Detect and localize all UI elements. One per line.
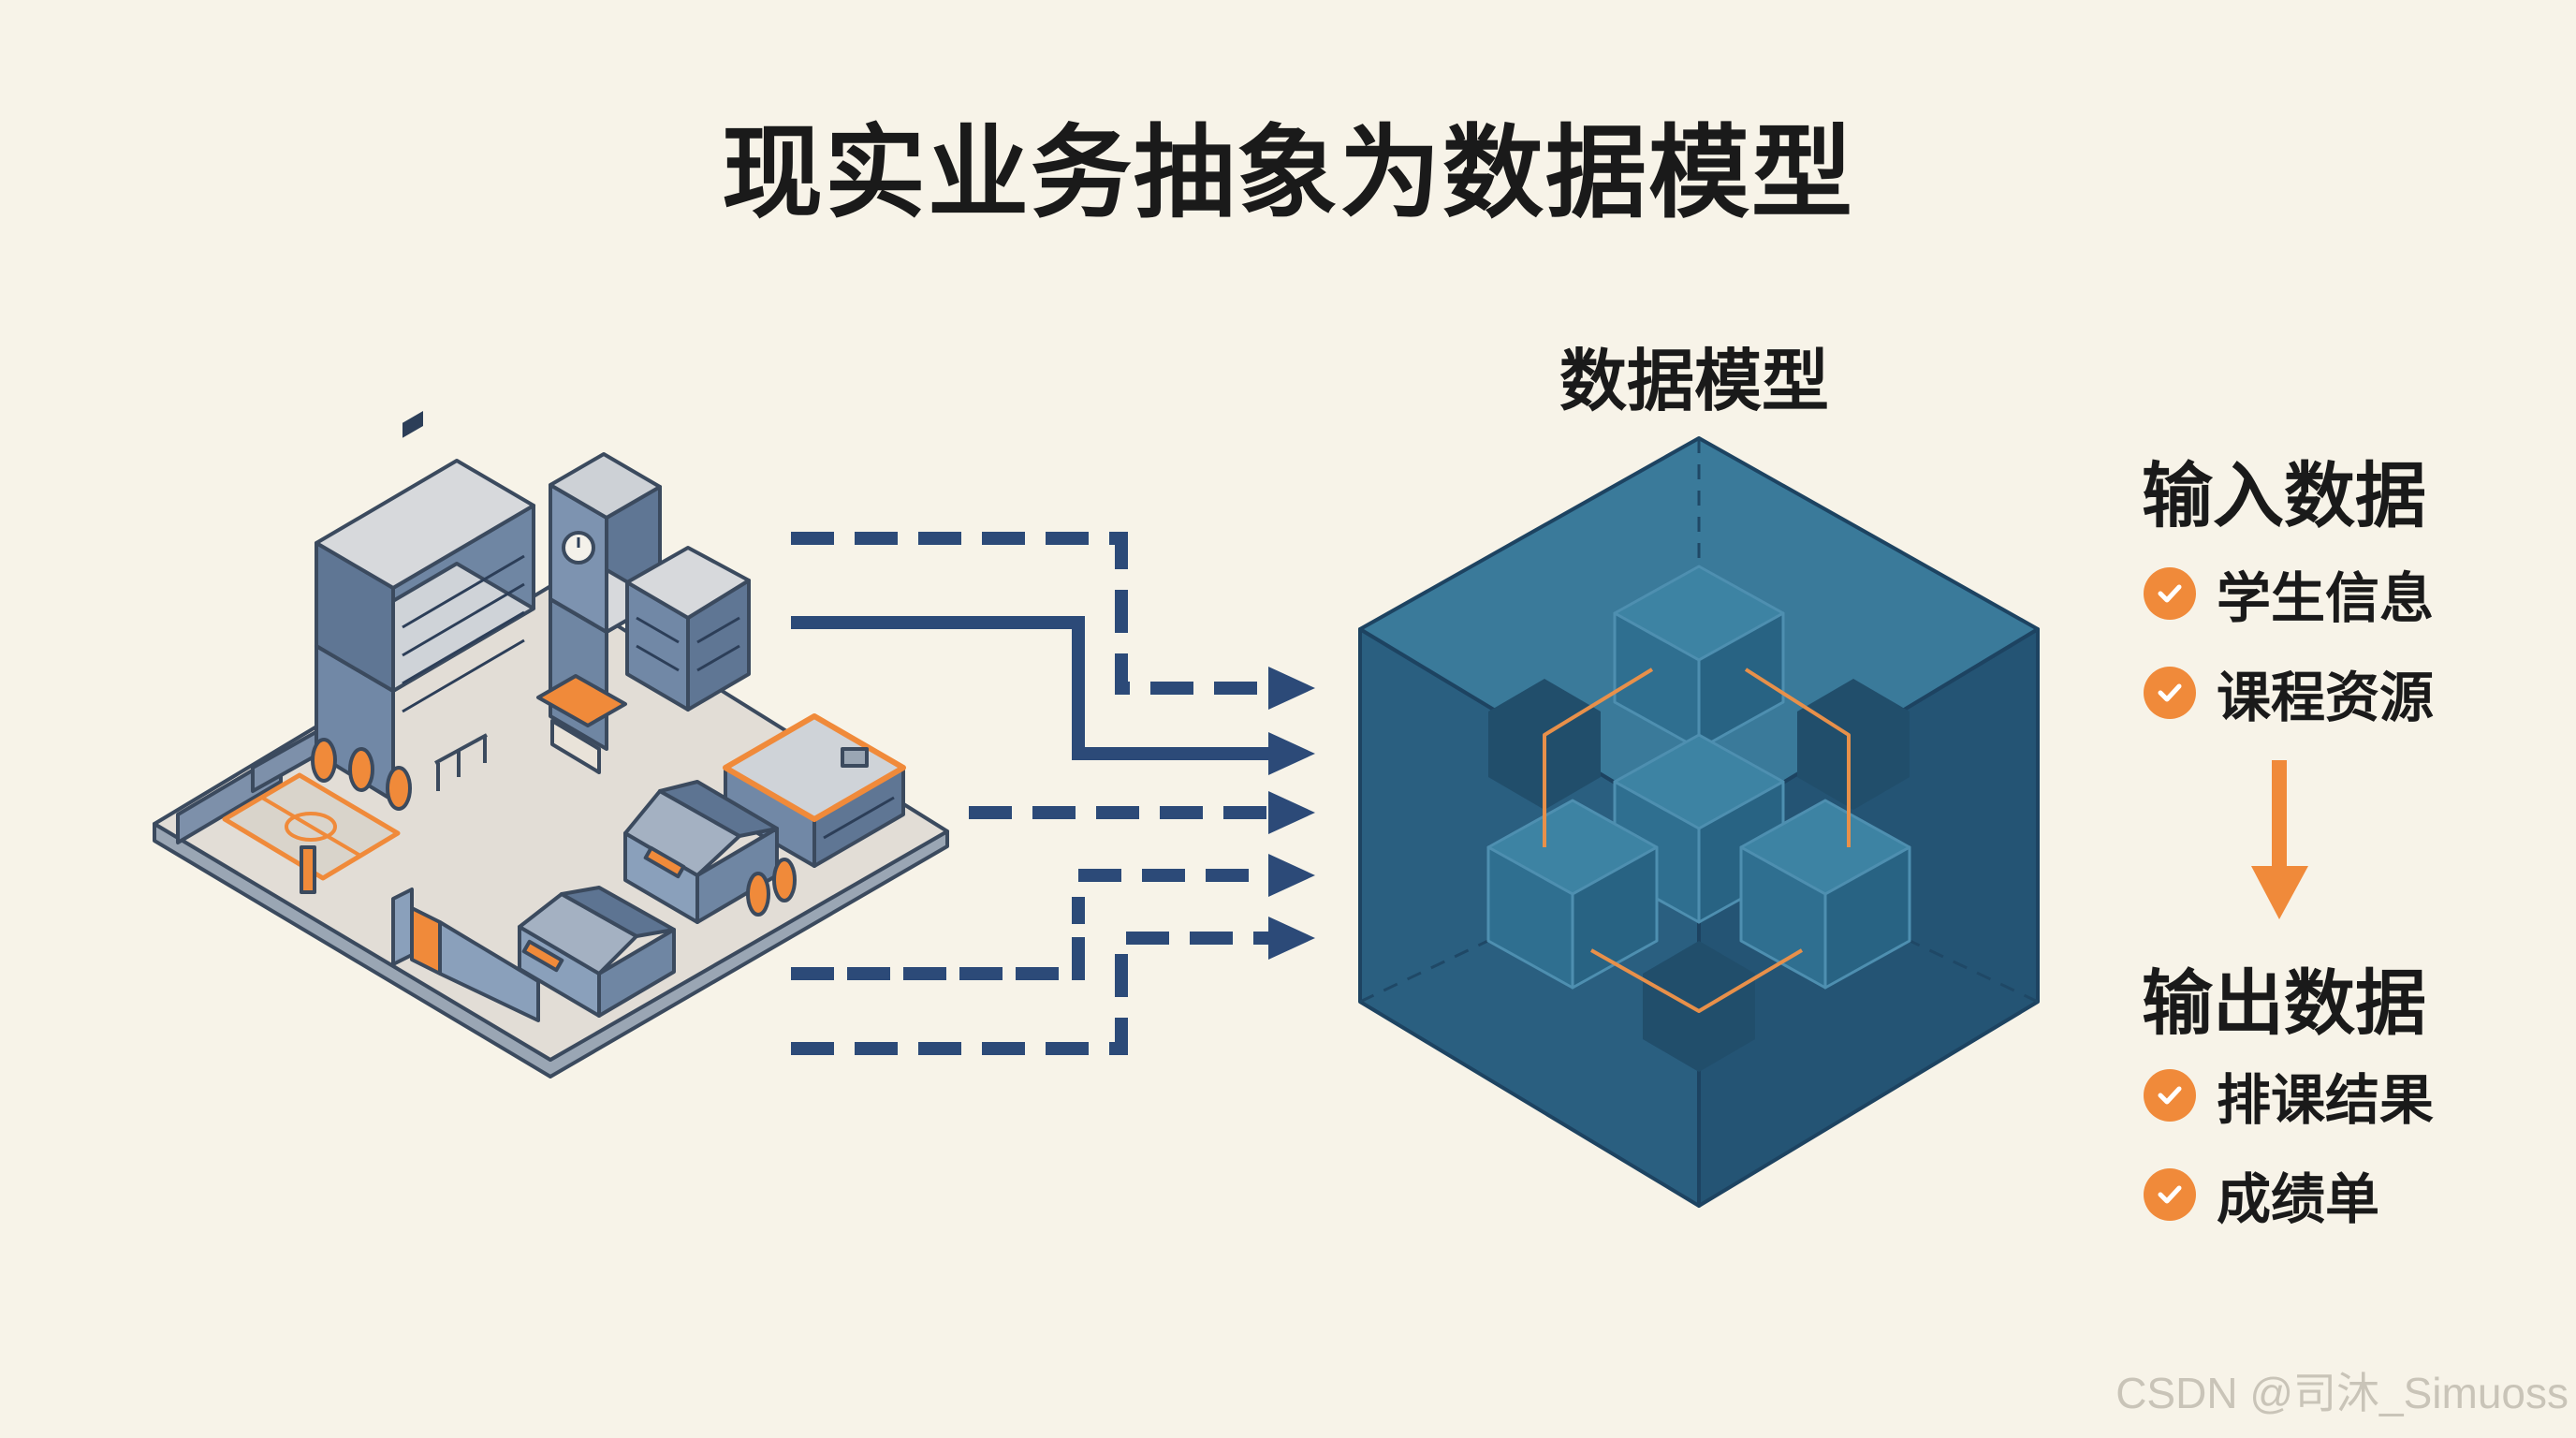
- input-item-label: 课程资源: [2217, 666, 2435, 729]
- inner-cubes: [1486, 565, 1911, 1072]
- check-circle-icon: [2144, 1168, 2196, 1221]
- output-item-label: 排课结果: [2217, 1068, 2435, 1132]
- annex-building: [723, 713, 906, 868]
- flow-line-5: [791, 897, 1085, 980]
- flow-line-1: [791, 532, 1268, 695]
- playground-swing: [434, 733, 488, 791]
- data-flow-arrows: [791, 532, 1268, 1055]
- arrow-head-2: [1268, 732, 1315, 775]
- input-heading: 输入数据: [2142, 454, 2426, 537]
- flow-line-2: [791, 616, 1268, 760]
- arrow-head-3: [1268, 791, 1315, 834]
- data-cube-icon: [1358, 436, 2040, 1208]
- check-circle-icon: [2144, 567, 2196, 620]
- output-item-1: 排课结果: [2144, 1067, 2434, 1132]
- small-house: [518, 886, 676, 1018]
- right-wing-building: [625, 546, 751, 712]
- page-title: 现实业务抽象为数据模型: [721, 115, 1854, 232]
- basketball-court: [222, 772, 401, 894]
- down-arrow-icon: [2251, 760, 2308, 919]
- input-item-1: 学生信息: [2144, 565, 2434, 630]
- output-heading: 输出数据: [2142, 961, 2426, 1045]
- flow-line-6: [791, 932, 1268, 1055]
- check-circle-icon: [2144, 1069, 2196, 1122]
- arrow-head-4: [1268, 854, 1315, 897]
- output-item-2: 成绩单: [2144, 1167, 2379, 1231]
- cube-connectors: [1543, 668, 1851, 1013]
- output-item-label: 成绩单: [2217, 1167, 2380, 1231]
- arrow-heads: [1268, 667, 1315, 960]
- gabled-hall: [623, 780, 797, 924]
- main-building: [311, 411, 535, 811]
- input-item-label: 学生信息: [2217, 566, 2435, 630]
- check-circle-icon: [2144, 667, 2196, 719]
- school-campus-icon: [153, 411, 949, 1078]
- arrow-head-5: [1268, 917, 1315, 960]
- arrow-head-1: [1268, 667, 1315, 710]
- watermark: CSDN @司沐_Simuoss: [2115, 1369, 2569, 1417]
- input-item-2: 课程资源: [2144, 665, 2434, 729]
- model-title: 数据模型: [1559, 342, 1829, 420]
